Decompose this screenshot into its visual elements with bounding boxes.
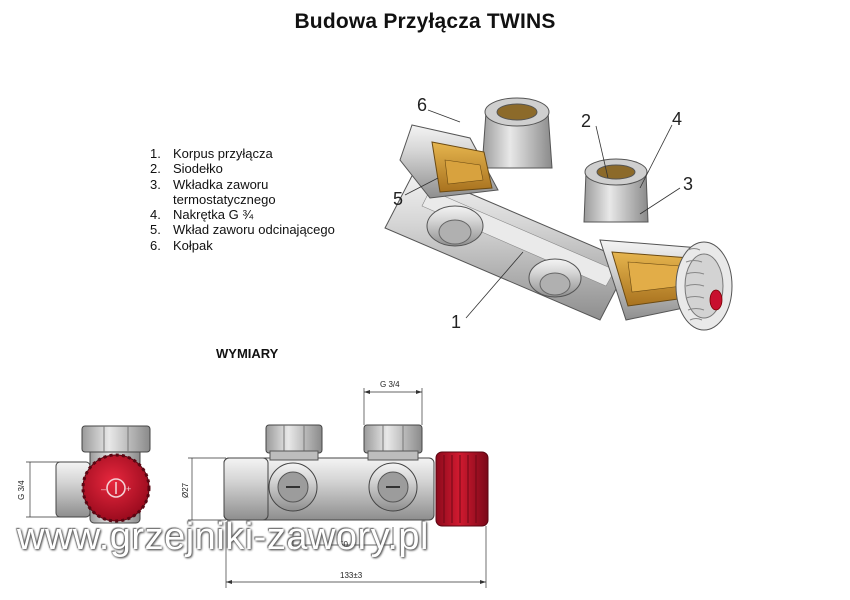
- side-view-drawing: – +: [26, 425, 151, 524]
- list-item-number: 1.: [150, 146, 161, 161]
- watermark: www.grzejniki-zawory.pl: [17, 516, 430, 558]
- cutaway-illustration: [384, 97, 733, 331]
- list-item: 3. Wkładka zaworu termostatycznego: [150, 177, 373, 208]
- list-item-label: Wkładka zaworu termostatycznego: [173, 176, 276, 207]
- list-item-number: 2.: [150, 161, 161, 177]
- callout-1: 1: [451, 312, 461, 332]
- list-item: 2. Siodełko: [150, 161, 373, 176]
- list-item: 1. Korpus przyłącza: [150, 146, 373, 161]
- list-item-label: Kołpak: [173, 237, 213, 253]
- list-item-number: 3.: [150, 176, 161, 192]
- list-item-number: 5.: [150, 222, 161, 238]
- dimensions-heading: WYMIARY: [216, 346, 279, 361]
- list-item: 5. Wkład zaworu odcinającego: [150, 222, 373, 237]
- callout-2: 2: [581, 111, 591, 131]
- dim-spacing: 50: [339, 540, 348, 549]
- callout-3: 3: [683, 174, 693, 194]
- dim-diameter: Ø27: [181, 482, 190, 498]
- list-item: 6. Kołpak: [150, 238, 373, 253]
- list-item-label: Wkład zaworu odcinającego: [173, 222, 335, 238]
- dim-length: 133±3: [340, 571, 363, 580]
- list-item-label: Korpus przyłącza: [173, 146, 273, 161]
- callout-6: 6: [417, 95, 427, 115]
- svg-text:–: –: [101, 484, 106, 494]
- list-item-label: Siodełko: [173, 161, 223, 177]
- list-item-number: 6.: [150, 237, 161, 253]
- front-view-drawing: [188, 388, 489, 588]
- dim-thread-side: G 3/4: [17, 480, 26, 500]
- callouts: [404, 109, 681, 319]
- callout-5: 5: [393, 189, 403, 209]
- parts-list: 1. Korpus przyłącza 2. Siodełko 3. Wkładka …: [150, 146, 373, 253]
- svg-text:+: +: [126, 484, 131, 494]
- list-item-number: 4.: [150, 207, 161, 223]
- page-title: Budowa Przyłącza TWINS: [294, 10, 556, 33]
- callout-4: 4: [672, 109, 682, 129]
- list-item: 4. Nakrętka G ¾: [150, 207, 373, 222]
- list-item-label: Nakrętka G ¾: [173, 207, 254, 223]
- dim-thread-top: G 3/4: [380, 380, 400, 389]
